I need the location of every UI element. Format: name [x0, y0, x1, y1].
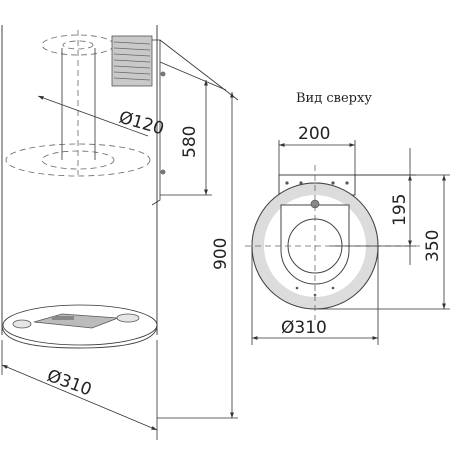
- mount-screw-bottom: [160, 169, 166, 175]
- grille-mount: [151, 39, 161, 206]
- side-view: Ø120 580 900 Ø310: [1, 25, 239, 440]
- top-hole-1: [295, 286, 299, 290]
- duct-pipe: [61, 48, 96, 160]
- duct-height-label: 580: [180, 126, 200, 158]
- width-label: 200: [298, 124, 330, 144]
- lamp-left: [12, 319, 32, 329]
- bracket-screw-3: [331, 181, 335, 185]
- depth-total-label: 350: [423, 230, 443, 262]
- top-view-caption: Вид сверху: [296, 91, 372, 106]
- bracket-screw-1: [285, 181, 289, 185]
- lower-duct-ring: [5, 143, 151, 177]
- total-height-ext: [157, 39, 239, 419]
- duct-diameter-dim-line: [37, 95, 149, 137]
- depth-inner-label: 195: [390, 194, 410, 226]
- duct-diameter-label: Ø120: [117, 108, 167, 140]
- duct-height-ext: [159, 61, 227, 196]
- depth-total-ext: [318, 174, 450, 310]
- body-diameter-label: Ø310: [44, 366, 94, 400]
- lamp-right: [116, 313, 140, 323]
- bracket-screw-4: [345, 181, 349, 185]
- total-height-label: 900: [211, 238, 231, 270]
- cylinder-body: [1, 25, 158, 335]
- mount-screw-top: [160, 71, 166, 77]
- cylinder-bottom-rim: [1, 324, 158, 349]
- vent-grille-slats: [113, 41, 151, 81]
- diameter-dim-ext: [251, 246, 379, 345]
- top-view: Вид сверху 200 195: [245, 91, 450, 345]
- control-panel: [33, 313, 119, 329]
- diameter-label: Ø310: [281, 318, 327, 338]
- upper-duct-inner: [62, 40, 94, 50]
- cylinder-bottom-face: [2, 304, 158, 346]
- body-diameter-ext: [1, 340, 158, 440]
- bracket-screw-2: [299, 181, 303, 185]
- body-diameter-dim-line: [1, 364, 158, 431]
- panel-display: [52, 316, 74, 320]
- top-hole-3: [331, 286, 335, 290]
